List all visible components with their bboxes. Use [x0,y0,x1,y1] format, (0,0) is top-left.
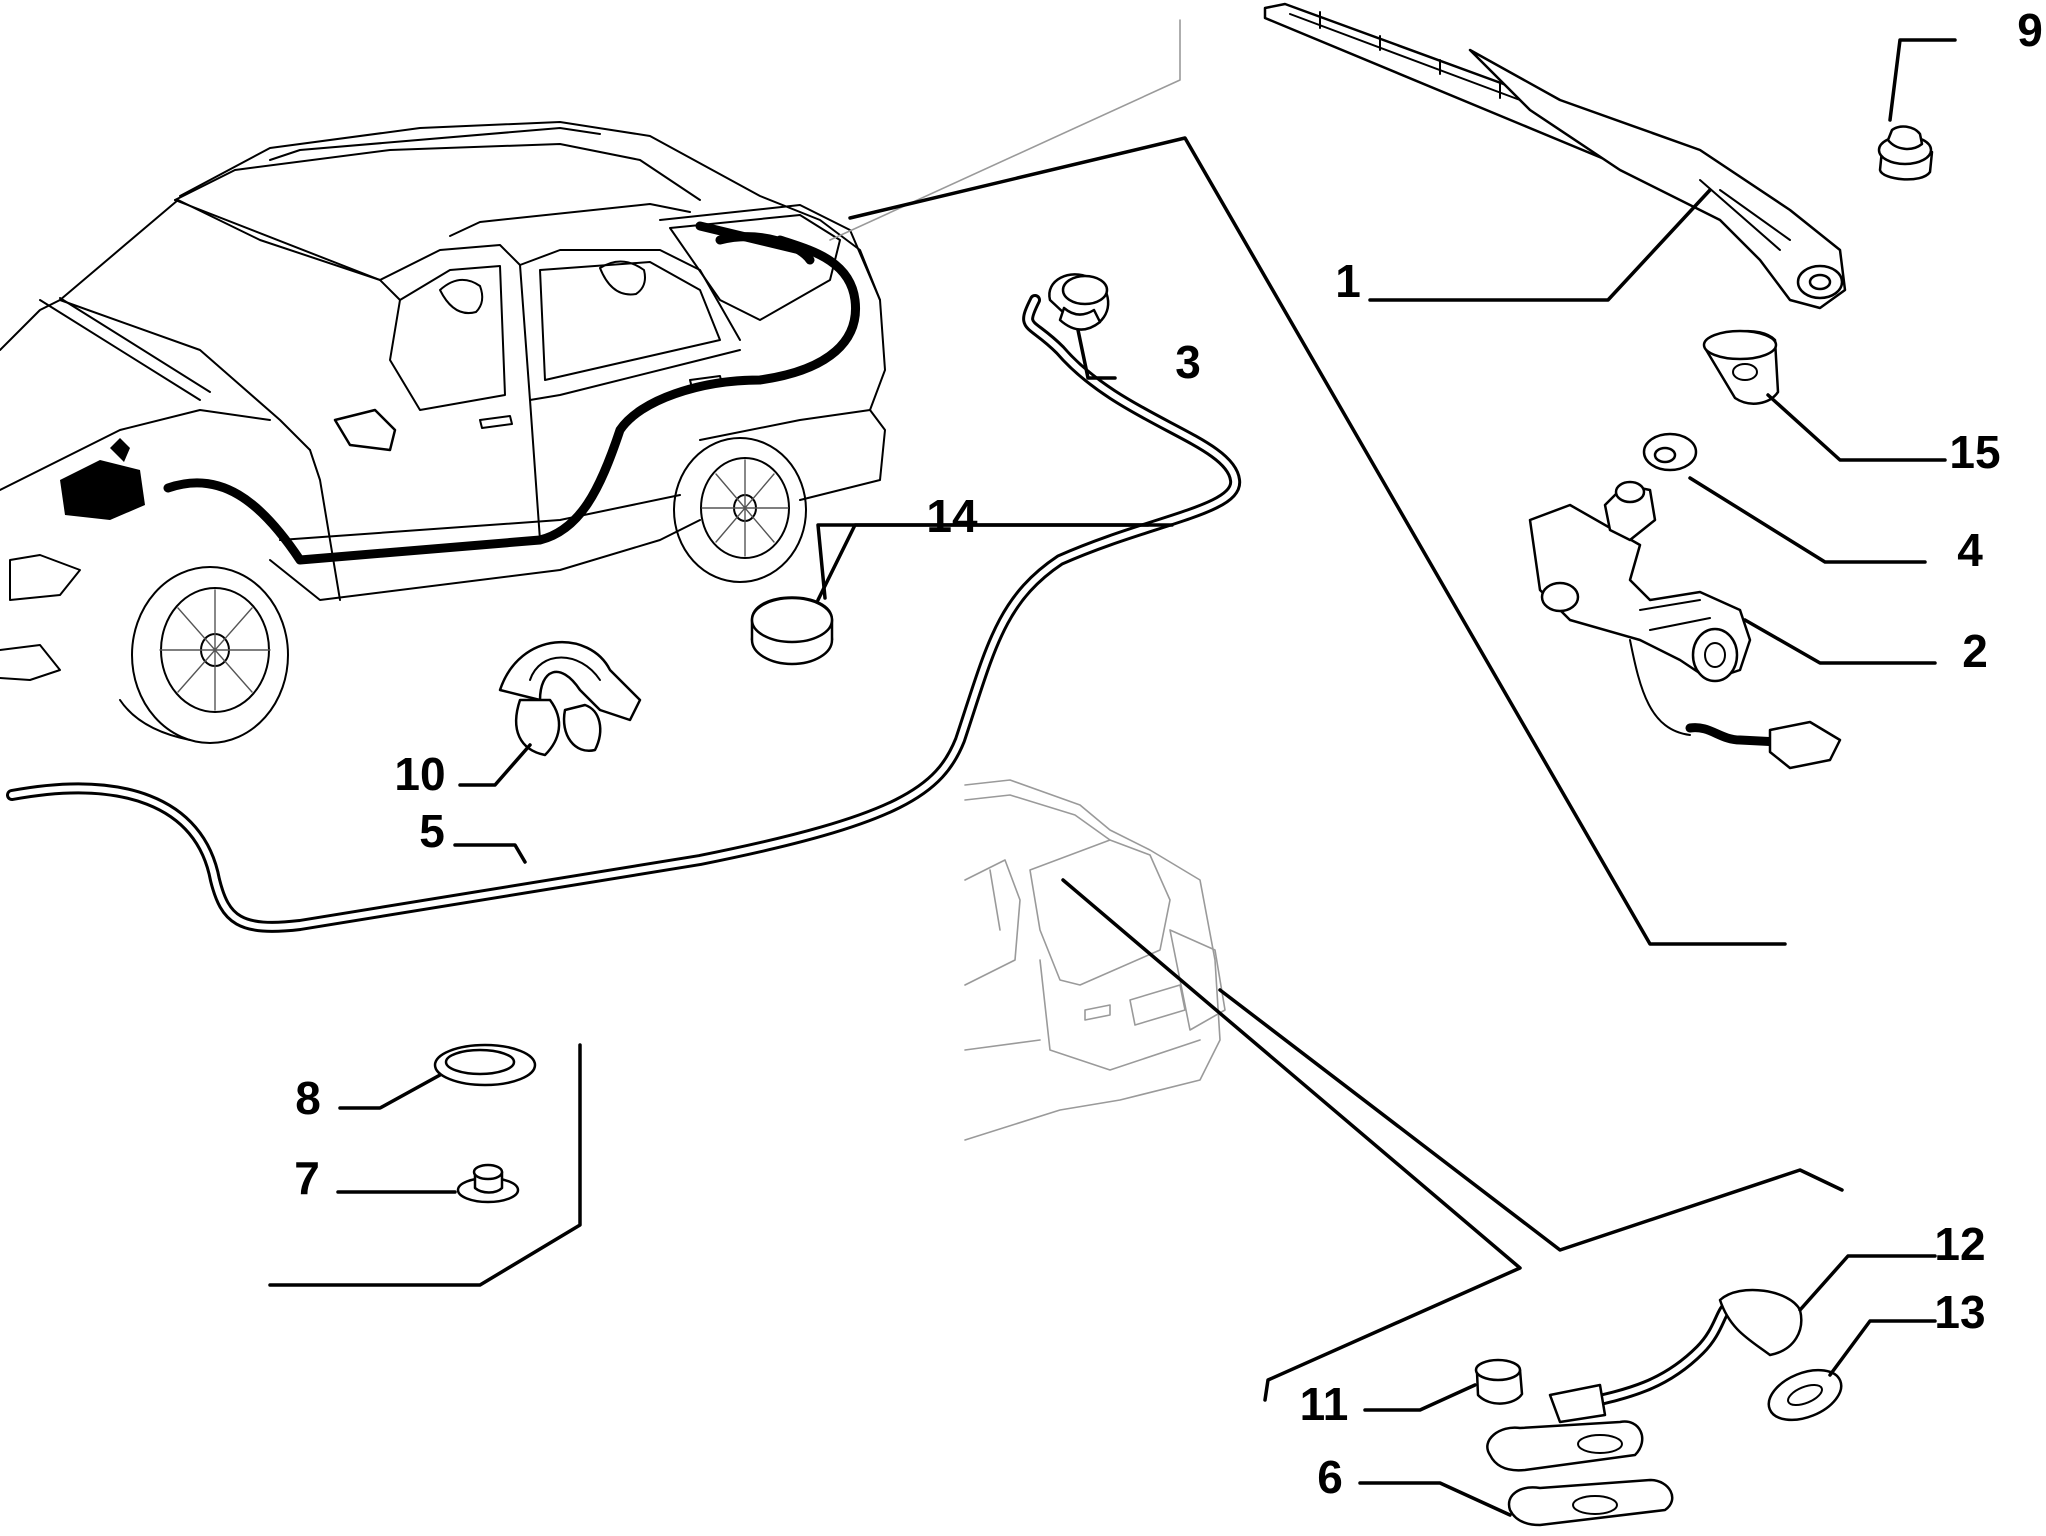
group-bracket [268,1043,582,1287]
callout-4: 4 [1957,524,1983,576]
leader-rear [1061,878,1522,1402]
front-wheel [119,566,289,744]
oval-grommet [433,1043,537,1087]
callout-1: 1 [1335,255,1361,307]
hose-clip [498,640,642,757]
wiper-motor [1528,480,1842,770]
rubber-bung [750,596,834,666]
car-illustration [0,121,886,744]
callout-3: 3 [1175,336,1201,388]
callout-11: 11 [1300,1378,1349,1430]
callout-15: 15 [1949,426,2000,478]
callout-5: 5 [419,805,445,857]
callout-numbers: 1 2 3 4 5 6 7 8 9 10 11 12 13 14 15 [294,4,2043,1503]
hose-connector [1048,273,1110,331]
gasket-plate [1486,1420,1674,1527]
washer-hose [6,294,1242,933]
leader-lines [336,38,1957,1517]
grommet-washer [1642,432,1698,472]
cap-cover [1702,329,1780,405]
callout-6: 6 [1317,1451,1343,1503]
plug-cap [456,1163,520,1204]
seal-ring [1767,1368,1843,1422]
callout-13: 13 [1934,1286,1985,1338]
nut [1877,125,1934,181]
callout-12: 12 [1934,1218,1985,1270]
frame-line [848,136,1787,946]
washer-nozzle-pipe [1548,1288,1803,1424]
callout-10: 10 [394,748,445,800]
rear-estate-view [964,779,1226,1141]
callout-8: 8 [295,1072,321,1124]
callout-7: 7 [294,1152,320,1204]
nut-small [1474,1358,1524,1405]
callout-14: 14 [926,490,978,542]
callout-9: 9 [2017,4,2043,56]
wiper-arm-blade [1263,2,1847,310]
callout-2: 2 [1962,625,1988,677]
rear-wheel [673,437,807,583]
